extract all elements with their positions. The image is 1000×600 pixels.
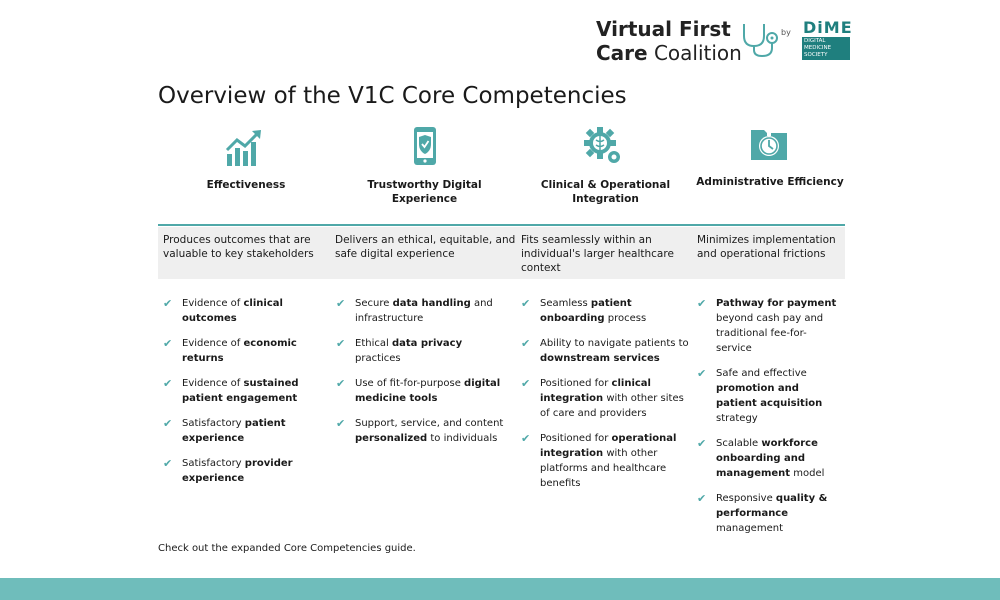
check-icon: ✔ [697,492,707,505]
list-item: ✔Positioned for operational integration … [521,432,677,489]
check-icon: ✔ [521,432,531,445]
check-icon: ✔ [697,367,707,380]
medical-gears-icon [584,127,620,163]
description-trustworthy: Delivers an ethical, equitable, and safe… [335,234,516,260]
list-item: ✔Secure data handling and infrastructure [336,297,493,324]
coalition-wordmark: Virtual First Care Coalition [596,17,742,65]
dime-logo: DiME DIGITAL MEDICINE SOCIETY [802,18,853,62]
checklist-administrative: ✔Pathway for payment beyond cash pay and… [692,296,842,546]
list-item: ✔Responsive quality & performance manage… [697,492,828,534]
heading-effectiveness: Effectiveness [206,179,286,191]
header-divider [158,224,845,226]
list-item: ✔Pathway for payment beyond cash pay and… [697,297,837,354]
check-icon: ✔ [697,297,707,310]
heading-trustworthy: Trustworthy Digital Experience [367,179,482,205]
brand-line-1: Virtual First [596,17,731,41]
checklist-integration: ✔Seamless patient onboarding process ✔Ab… [516,296,694,501]
check-icon: ✔ [521,377,531,390]
check-icon: ✔ [521,297,531,310]
list-item: ✔Ethical data privacy practices [336,337,463,364]
check-icon: ✔ [521,337,531,350]
check-icon: ✔ [336,337,346,350]
check-icon: ✔ [163,337,173,350]
heading-administrative: Administrative Efficiency [696,176,844,188]
check-icon: ✔ [336,377,346,390]
list-item: ✔Evidence of sustained patient engagemen… [163,377,299,404]
checklist-trustworthy: ✔Secure data handling and infrastructure… [331,296,506,456]
stethoscope-icon [743,24,778,58]
description-administrative: Minimizes implementation and operational… [697,234,836,260]
list-item: ✔Satisfactory provider experience [163,457,293,484]
folder-clock-icon [751,130,787,160]
guide-link-text[interactable]: Check out the expanded Core Competencies… [158,543,416,554]
dime-logo-box: DIGITAL MEDICINE SOCIETY [802,37,850,60]
list-item: ✔Ability to navigate patients to downstr… [521,337,689,364]
check-icon: ✔ [163,457,173,470]
description-band [158,227,845,279]
list-item: ✔Scalable workforce onboarding and manag… [697,437,825,479]
check-icon: ✔ [163,417,173,430]
footer-bar [0,578,1000,600]
description-integration: Fits seamlessly within an individual's l… [521,234,674,274]
checklist-effectiveness: ✔Evidence of clinical outcomes ✔Evidence… [158,296,328,496]
dime-logo-text: DiME [803,18,853,37]
phone-shield-icon [414,127,436,165]
list-item: ✔Safe and effective promotion and patien… [697,367,823,424]
list-item: ✔Support, service, and content personali… [336,417,504,444]
list-item: ✔Evidence of economic returns [163,337,297,364]
check-icon: ✔ [163,377,173,390]
list-item: ✔Evidence of clinical outcomes [163,297,283,324]
list-item: ✔Positioned for clinical integration wit… [521,377,684,419]
heading-integration: Clinical & Operational Integration [540,179,671,205]
brand-line-2: Care Coalition [596,41,742,65]
page-title: Overview of the V1C Core Competencies [158,83,627,109]
check-icon: ✔ [336,297,346,310]
by-label: by [781,28,791,37]
list-item: ✔Seamless patient onboarding process [521,297,647,324]
chart-growth-icon [225,130,261,166]
list-item: ✔Satisfactory patient experience [163,417,286,444]
check-icon: ✔ [163,297,173,310]
list-item: ✔Use of fit-for-purpose digital medicine… [336,377,501,404]
check-icon: ✔ [336,417,346,430]
check-icon: ✔ [697,437,707,450]
description-effectiveness: Produces outcomes that are valuable to k… [163,234,314,260]
